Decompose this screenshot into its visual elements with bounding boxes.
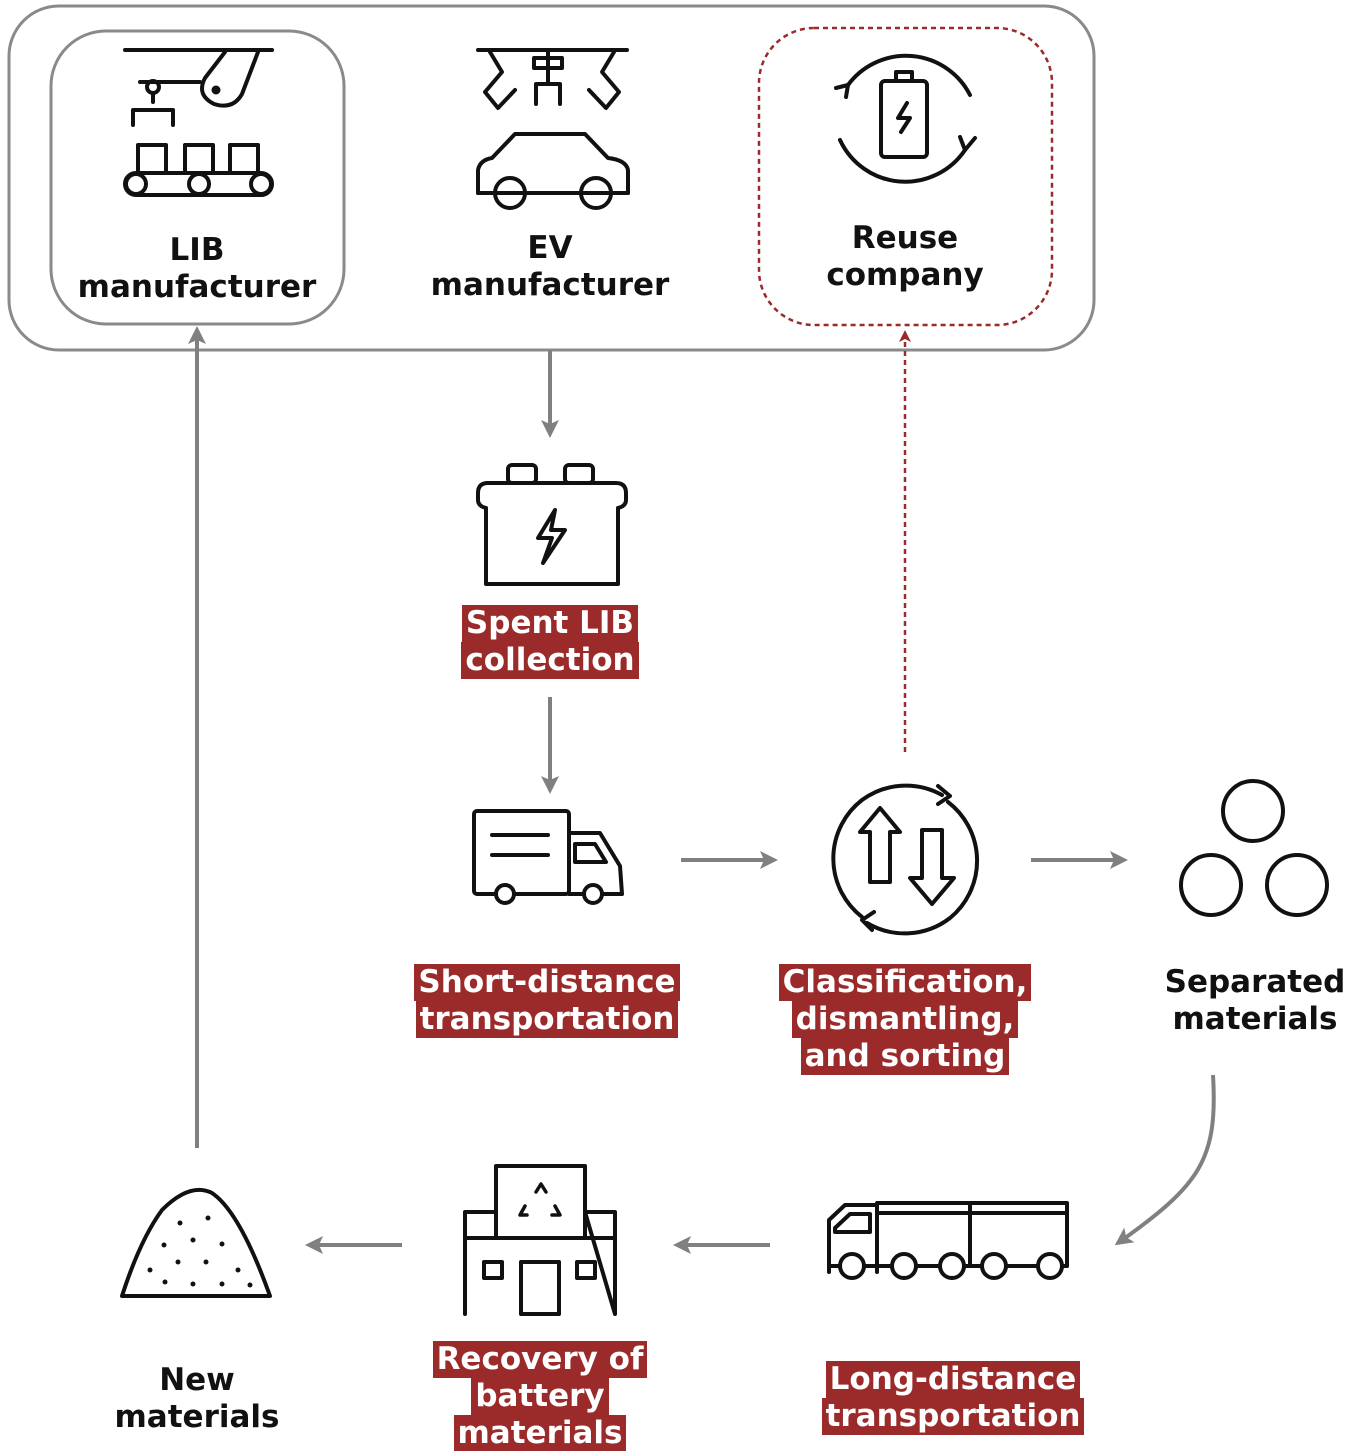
label-line: collection: [461, 642, 639, 679]
lib-manufacturer-label: LIB manufacturer: [47, 232, 347, 306]
conveyor-robot-arm-icon: [123, 48, 274, 197]
label-line: transportation: [821, 1398, 1085, 1435]
label-line: Recovery of: [432, 1341, 648, 1378]
label-line: Short-distance: [414, 964, 680, 1001]
reuse-company-frame: [757, 26, 1054, 327]
label-line: materials: [1172, 1001, 1338, 1037]
label-line: Classification,: [778, 964, 1032, 1001]
car-battery-icon: [476, 463, 628, 586]
delivery-truck-icon: [472, 809, 624, 905]
short-distance-transportation-label: Short-distance transportation: [397, 964, 697, 1038]
separated-materials-label: Separated materials: [1155, 964, 1353, 1038]
label-line: transportation: [415, 1001, 679, 1038]
label-line: manufacturer: [430, 267, 670, 303]
reuse-company-label: Reuse company: [755, 220, 1055, 294]
new-materials-label: New materials: [97, 1362, 297, 1436]
spent-lib-collection-label: Spent LIB collection: [400, 605, 700, 679]
label-line: Spent LIB: [461, 605, 639, 642]
battery-cycle-icon: [834, 53, 977, 184]
label-line: Long-distance: [825, 1361, 1081, 1398]
lib-manufacturer-frame: [49, 29, 346, 326]
label-line: EV: [527, 230, 573, 266]
label-line: New: [159, 1362, 235, 1398]
recycling-factory-icon: [463, 1164, 617, 1316]
label-line: dismantling,: [791, 1001, 1019, 1038]
label-line: manufacturer: [77, 269, 317, 305]
material-pile-icon: [120, 1187, 272, 1298]
label-line: company: [826, 257, 984, 293]
label-line: battery: [471, 1378, 609, 1415]
label-line: materials: [114, 1399, 280, 1435]
recovery-label: Recovery of battery materials: [390, 1341, 690, 1451]
label-line: and sorting: [800, 1038, 1010, 1075]
arrow-separated-to-long-transport: [1114, 1074, 1216, 1246]
three-circles-icon: [1179, 779, 1329, 917]
label-line: Separated: [1164, 964, 1346, 1000]
label-line: LIB: [169, 232, 225, 268]
label-line: materials: [453, 1415, 627, 1451]
long-distance-transportation-label: Long-distance transportation: [803, 1361, 1103, 1435]
ev-manufacturer-label: EV manufacturer: [400, 230, 700, 304]
semi-truck-icon: [827, 1201, 1069, 1280]
label-line: Reuse: [851, 220, 959, 256]
classification-label: Classification, dismantling, and sorting: [755, 964, 1055, 1075]
car-assembly-icon: [476, 48, 630, 210]
sorting-arrows-icon: [831, 783, 980, 936]
